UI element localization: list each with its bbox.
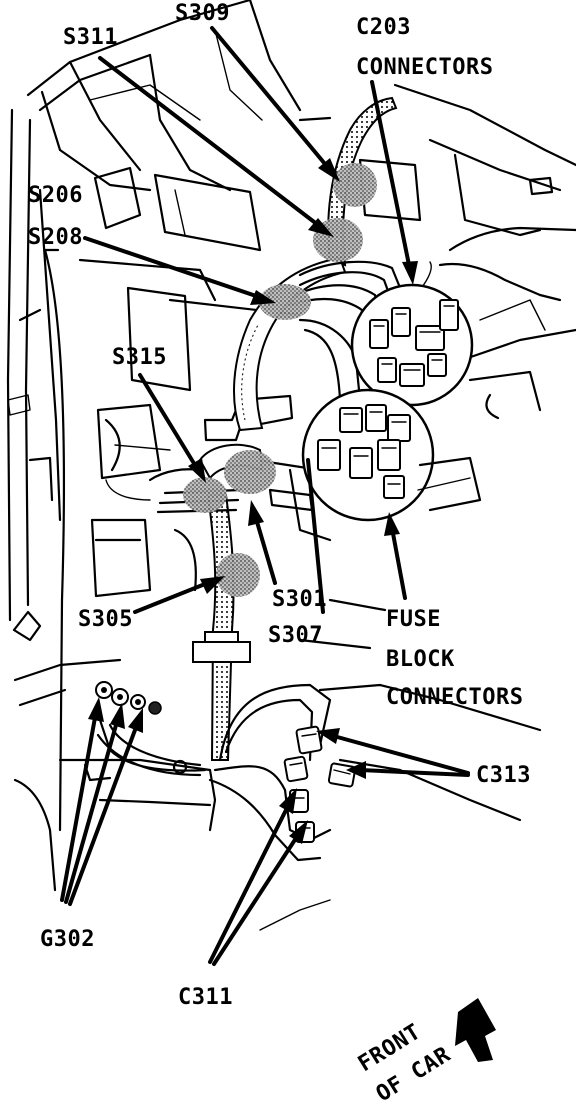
splice-spots bbox=[183, 163, 377, 597]
front-arrow-icon bbox=[455, 998, 496, 1062]
label-c313: C313 bbox=[476, 763, 531, 788]
label-s307: S307 bbox=[268, 623, 323, 648]
label-s315: S315 bbox=[112, 345, 167, 370]
label-s208: S208 bbox=[28, 225, 83, 250]
c203-connector-detail bbox=[350, 283, 474, 407]
label-c203-connectors: CONNECTORS bbox=[356, 55, 493, 80]
label-s206: S206 bbox=[28, 183, 83, 208]
label-s311: S311 bbox=[63, 25, 118, 50]
labels: S309 S311 C203 CONNECTORS S206 S208 S315… bbox=[28, 1, 531, 1106]
label-s301: S301 bbox=[272, 587, 327, 612]
label-c311: C311 bbox=[178, 985, 233, 1010]
label-s309: S309 bbox=[175, 1, 230, 26]
label-g302: G302 bbox=[40, 927, 95, 952]
label-block: BLOCK bbox=[386, 647, 455, 672]
label-c203: C203 bbox=[356, 15, 411, 40]
label-fuse: FUSE bbox=[386, 607, 441, 632]
label-fuse-connectors: CONNECTORS bbox=[386, 685, 523, 710]
pointer-arrows bbox=[60, 26, 496, 1062]
fuse-block-connector-detail bbox=[301, 388, 482, 522]
label-s305: S305 bbox=[78, 607, 133, 632]
